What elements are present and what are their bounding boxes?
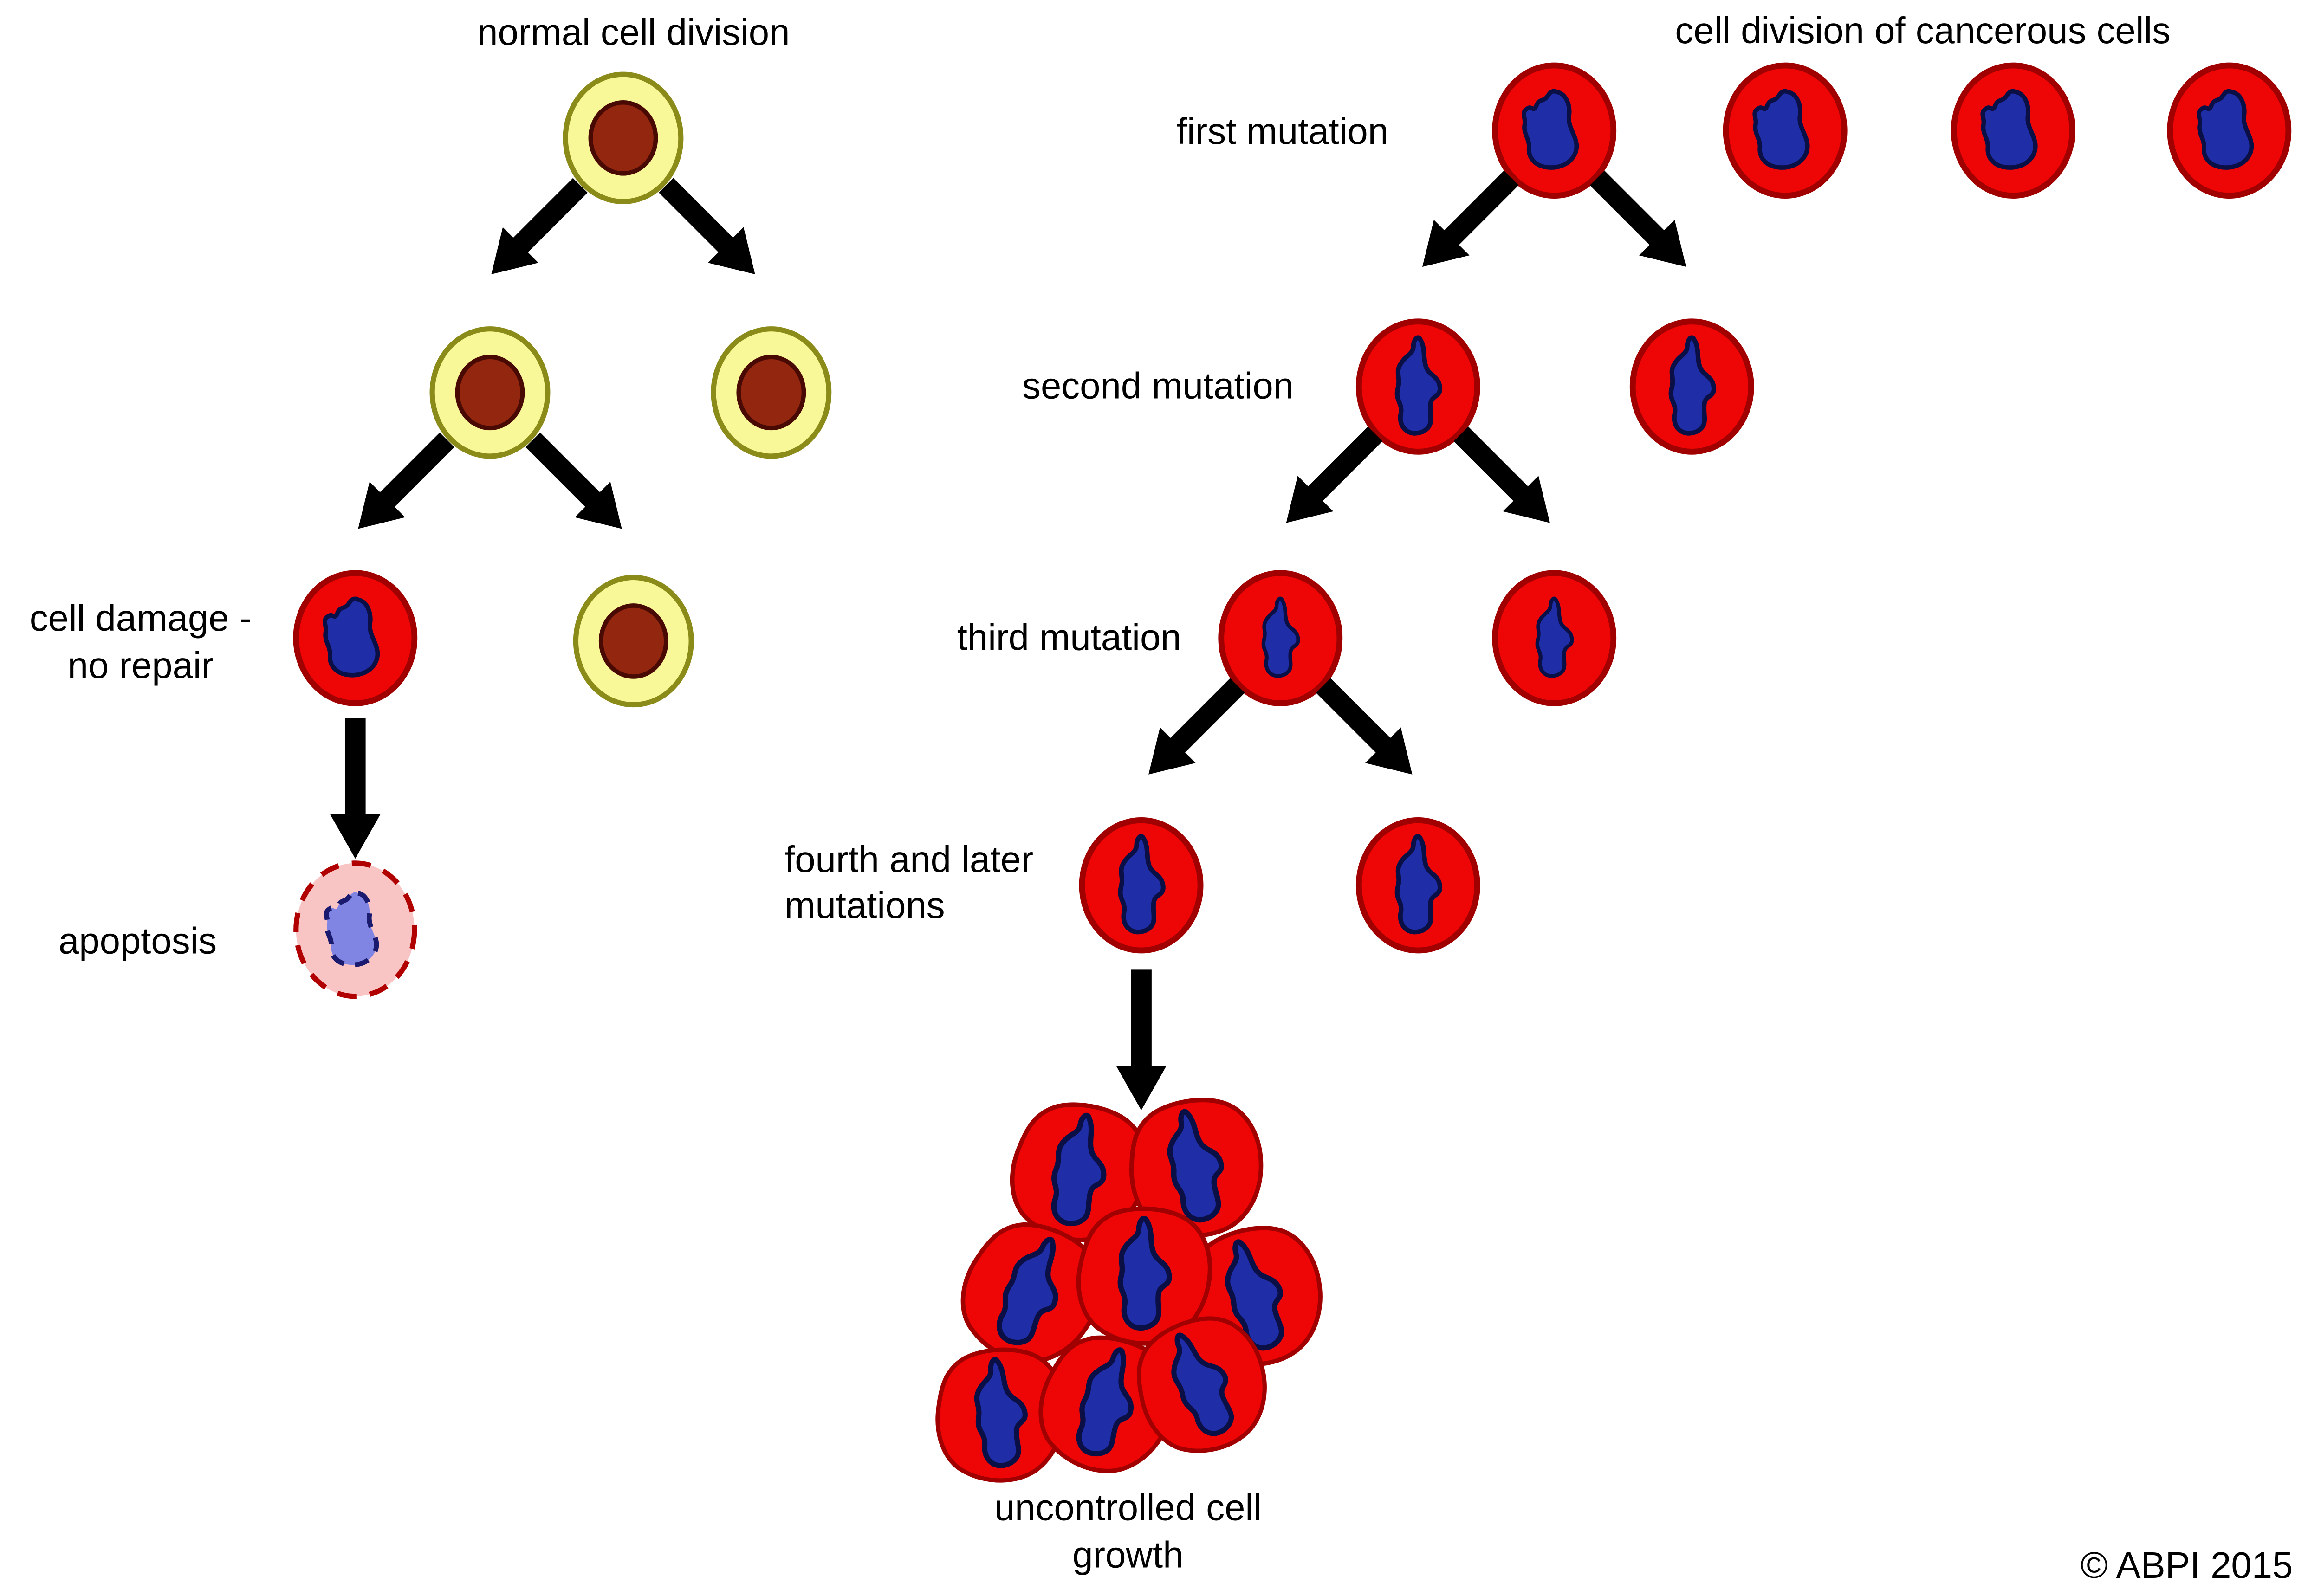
cancer-cell-first-mutation — [1954, 65, 2072, 196]
division-arrow-icon — [1443, 416, 1568, 541]
fourth-mutation-label-line1: fourth and later — [784, 839, 1033, 880]
normal-cell — [565, 74, 681, 201]
apoptosis-label: apoptosis — [58, 920, 217, 961]
normal-cell — [713, 329, 829, 456]
cancer-cell-third-mutation — [1221, 573, 1340, 704]
division-arrow-icon — [648, 168, 773, 292]
division-arrow-icon — [1268, 416, 1393, 541]
division-arrow-icon — [515, 422, 640, 547]
cancer-cell-second-mutation — [1633, 322, 1751, 452]
cancer-cell-second-mutation — [1359, 322, 1477, 452]
copyright-label: © ABPI 2015 — [2081, 1544, 2293, 1586]
apoptosis-arrow-icon — [330, 718, 381, 859]
cancer-cell-fourth-mutation — [1082, 820, 1200, 950]
third-mutation-label: third mutation — [957, 617, 1181, 658]
cancer-division-title: cell division of cancerous cells — [1675, 10, 2171, 51]
cell-damage-label-line2: no repair — [68, 645, 214, 686]
cancer-cell-first-mutation — [2170, 65, 2289, 196]
division-arrow-icon — [340, 422, 465, 547]
division-arrow-icon — [1305, 667, 1430, 793]
growth-arrow-icon — [1116, 969, 1167, 1111]
cancer-cell-third-mutation — [1495, 573, 1614, 704]
division-arrow-icon — [1130, 667, 1256, 793]
uncontrolled-growth-label-line1: uncontrolled cell — [994, 1487, 1262, 1528]
normal-cell — [576, 577, 691, 704]
cell-damage-label-line1: cell damage - — [30, 597, 252, 639]
division-arrow-icon — [473, 168, 598, 292]
uncontrolled-growth-label-line2: growth — [1072, 1534, 1183, 1576]
division-arrow-icon — [1579, 160, 1704, 285]
fourth-mutation-label-line2: mutations — [784, 885, 945, 926]
damaged-cell — [296, 573, 415, 704]
cancer-cell-first-mutation — [1495, 65, 1614, 196]
apoptotic-cell — [296, 863, 415, 996]
division-arrow-icon — [1404, 160, 1530, 285]
cancer-cell-first-mutation — [1726, 65, 1844, 196]
tumor-cluster — [931, 1088, 1339, 1486]
first-mutation-label: first mutation — [1177, 110, 1388, 152]
normal-division-title: normal cell division — [477, 11, 790, 52]
cancer-cell-fourth-mutation — [1359, 820, 1477, 950]
second-mutation-label: second mutation — [1022, 365, 1294, 407]
normal-cell — [432, 329, 548, 456]
